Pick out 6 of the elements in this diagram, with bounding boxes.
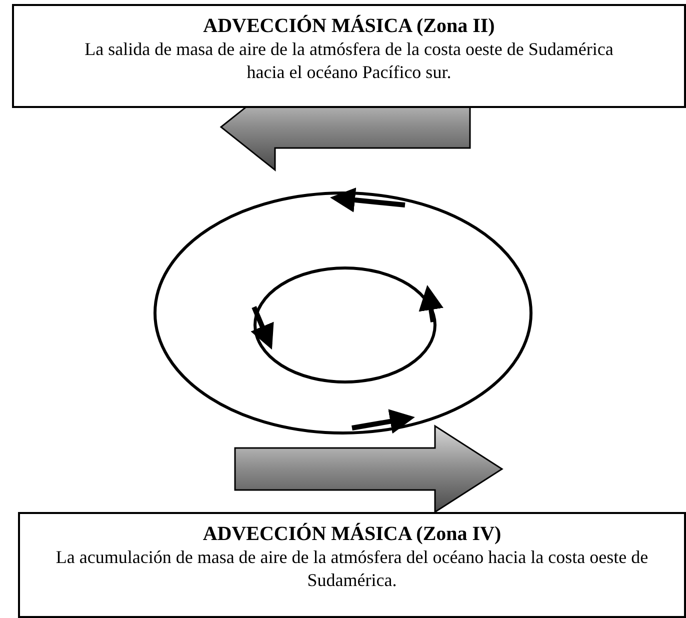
box-heading: ADVECCIÓN MÁSICA (Zona IV)	[202, 522, 502, 546]
box-text: La acumulación de masa de aire de la atmósfera del océano hacia la costa oeste de Sudamérica.	[54, 546, 650, 592]
box-heading: ADVECCIÓN MÁSICA (Zona II)	[202, 14, 496, 38]
text-box	[12, 4, 686, 108]
box-text: La salida de masa de aire de la atmósfera de la costa oeste de Sudamérica hacia el océano Pacífico sur.	[84, 38, 614, 84]
text-box	[18, 512, 686, 618]
